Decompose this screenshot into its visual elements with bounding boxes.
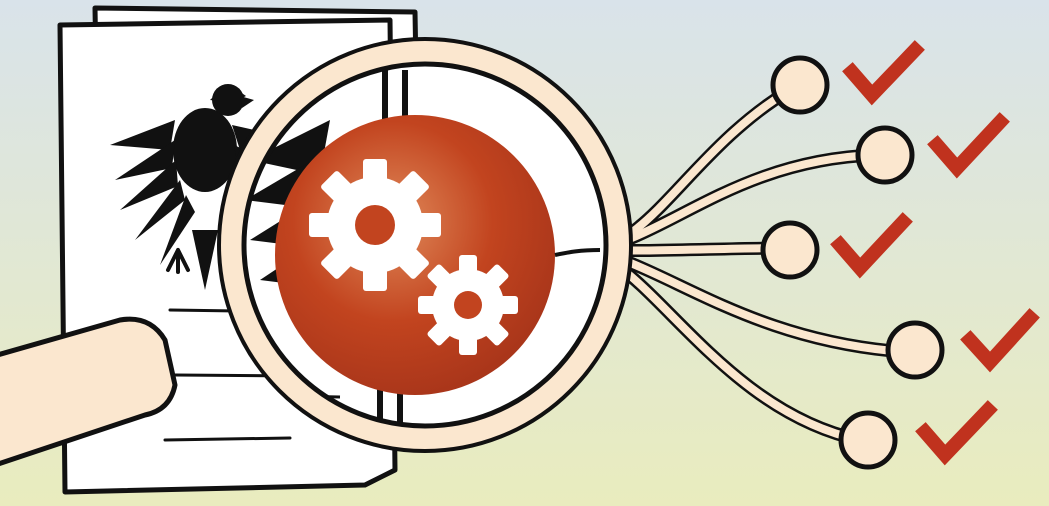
connector-node-icon — [888, 323, 942, 377]
connector-node-icon — [763, 223, 817, 277]
connector-node-icon — [773, 58, 827, 112]
connector-node-icon — [858, 128, 912, 182]
connector-node-icon — [841, 413, 895, 467]
